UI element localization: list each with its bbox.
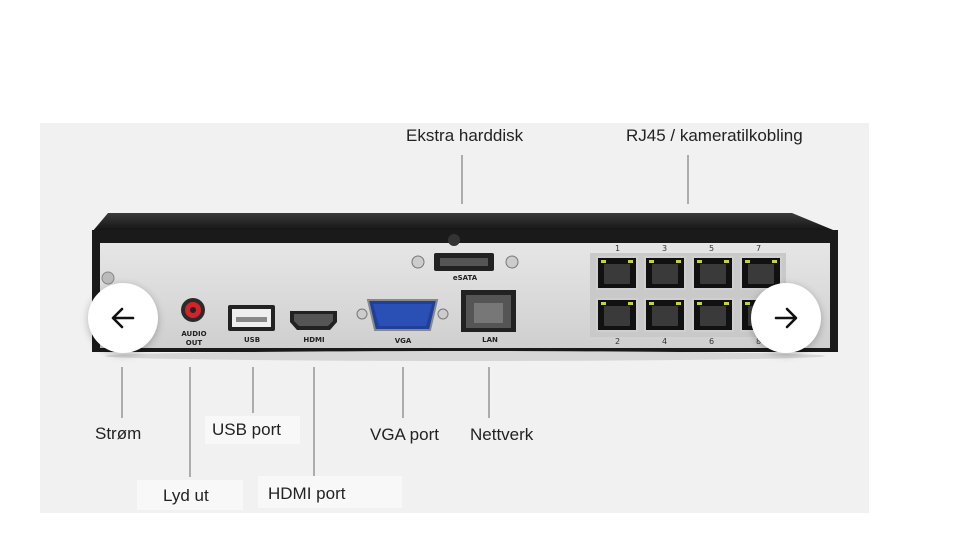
callout-hdmi-port: HDMI port	[268, 484, 346, 503]
audio-out-label: OUT	[185, 339, 203, 347]
rj45-number: 6	[709, 337, 715, 346]
vga-label: VGA	[394, 337, 412, 345]
power-connector	[101, 271, 115, 285]
carousel-next-button[interactable]	[751, 283, 821, 353]
arrow-left-icon	[111, 307, 135, 329]
callout-usb-port: USB port	[212, 420, 281, 439]
usb-label: USB	[243, 336, 261, 344]
rj45-number: 7	[756, 244, 762, 253]
audio-label: AUDIO	[181, 330, 207, 338]
arrow-right-icon	[774, 307, 798, 329]
rj45-number: 3	[662, 244, 668, 253]
callout-vga-port: VGA port	[370, 425, 439, 444]
esata-label: eSATA	[452, 274, 478, 282]
rj45-port	[644, 298, 686, 332]
callout-rj45: RJ45 / kameratilkobling	[626, 126, 803, 145]
rj45-port	[692, 298, 734, 332]
rj45-port	[644, 256, 686, 290]
callout-network: Nettverk	[470, 425, 534, 444]
rj45-port	[692, 256, 734, 290]
rj45-port	[596, 298, 638, 332]
callout-power: Strøm	[95, 424, 142, 443]
rj45-number: 1	[615, 244, 621, 253]
rj45-number: 5	[709, 244, 715, 253]
hdmi-label: HDMI	[303, 336, 325, 344]
rj45-port	[596, 256, 638, 290]
rj45-number: 2	[615, 337, 621, 346]
rj45-number: 8	[756, 337, 762, 346]
callout-extra-disk: Ekstra harddisk	[406, 126, 524, 145]
device-top	[92, 213, 838, 232]
lan-label: LAN	[482, 336, 498, 344]
callout-audio-out: Lyd ut	[163, 486, 209, 505]
carousel-prev-button[interactable]	[88, 283, 158, 353]
rj45-number: 4	[662, 337, 668, 346]
